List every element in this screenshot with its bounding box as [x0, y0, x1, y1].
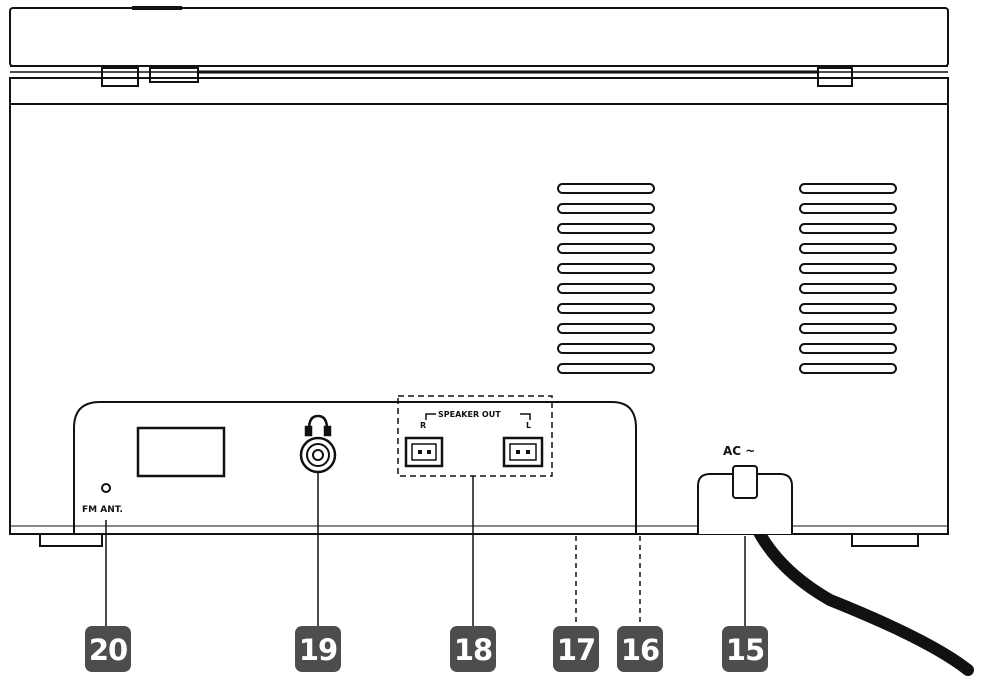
callout-18-text: 18 — [454, 633, 492, 667]
speaker-out-right-terminal — [404, 436, 444, 468]
callout-20: 20 — [85, 626, 131, 672]
callout-17-text: 17 — [557, 633, 595, 667]
power-cord — [739, 490, 974, 676]
connector-panel — [73, 401, 637, 534]
speaker-out-group: SPEAKER OUT R L — [397, 395, 553, 477]
callout-20-text: 20 — [89, 633, 127, 667]
panel-window — [136, 426, 226, 478]
callout-19: 19 — [295, 626, 341, 672]
callout-16-text: 16 — [621, 633, 659, 667]
speaker-right-label: R — [420, 421, 426, 430]
speaker-left-label: L — [526, 421, 531, 430]
callout-16: 16 — [617, 626, 663, 672]
leader-lines — [105, 472, 746, 626]
speaker-out-label: SPEAKER OUT — [438, 410, 501, 419]
speaker-out-left-terminal — [502, 436, 544, 468]
device-lid — [9, 6, 949, 105]
headphone-jack — [299, 436, 337, 474]
fm-antenna-socket — [101, 483, 111, 493]
callout-15-text: 15 — [726, 633, 764, 667]
callout-19-text: 19 — [299, 633, 337, 667]
vent-slots-left — [557, 183, 655, 374]
ac-label: AC ~ — [723, 444, 755, 458]
callout-17: 17 — [553, 626, 599, 672]
headphones-icon — [304, 414, 332, 437]
callout-15: 15 — [722, 626, 768, 672]
ac-inlet — [697, 465, 793, 534]
vent-slots-right — [799, 183, 897, 374]
callout-18: 18 — [450, 626, 496, 672]
fm-antenna-label: FM ANT. — [82, 505, 123, 515]
